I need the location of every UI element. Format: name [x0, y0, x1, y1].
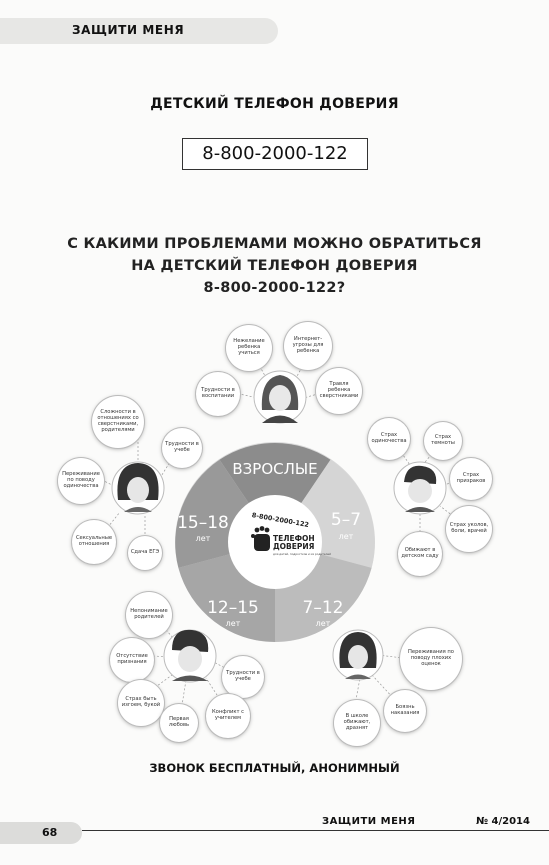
segment-label-12-15: 12–15	[207, 598, 259, 618]
bubble-12-15-1: Непонимание родителей	[126, 592, 172, 638]
segment-label-5-7: 5–7	[331, 510, 361, 530]
bubble-15-18-1: Сложности в отношениях со сверстниками, …	[92, 396, 144, 448]
bubble-adults-2: Интернет-угрозы для ребенка	[284, 322, 332, 370]
question-line-3: 8-800-2000-122?	[203, 280, 346, 296]
page-title: ДЕТСКИЙ ТЕЛЕФОН ДОВЕРИЯ	[150, 96, 399, 112]
bubble-7-12-2: Боязнь наказания	[384, 690, 426, 732]
bubble-7-12-1: Переживания по поводу плохих оценок	[400, 628, 462, 690]
bubble-5-7-3: Страх призраков	[450, 458, 492, 500]
bubble-15-18-2: Трудности в учебе	[162, 428, 202, 468]
question-line-2: НА ДЕТСКИЙ ТЕЛЕФОН ДОВЕРИЯ	[131, 258, 418, 274]
segment-adults	[219, 442, 331, 542]
logo-line-2: ДОВЕРИЯ	[273, 542, 315, 551]
bubble-12-15-5: Первая любовь	[160, 704, 198, 742]
page-number-tab: 68	[0, 822, 82, 844]
footer-issue: № 4/2014	[476, 816, 530, 827]
bubble-12-15-6: Конфликт с учителем	[206, 694, 250, 738]
bubble-adults-4: Травля ребенка сверстниками	[316, 368, 362, 414]
segment-label-adults: ВЗРОСЛЫЕ	[232, 460, 317, 478]
bubble-5-7-4: Страх уколов, боли, врачей	[446, 506, 492, 552]
free-call-note: ЗВОНОК БЕСПЛАТНЫЙ, АНОНИМНЫЙ	[149, 761, 400, 775]
avatar-small-boy	[393, 461, 447, 515]
logo-line-1: ТЕЛЕФОН	[273, 534, 315, 543]
bubble-7-12-3: В школе обижают, дразнят	[334, 700, 380, 746]
wheel-center	[228, 495, 322, 589]
bubble-12-15-3: Трудности в учебе	[222, 656, 264, 698]
footer-magazine-title: ЗАЩИТИ МЕНЯ	[322, 816, 416, 827]
hand-icon	[251, 526, 270, 551]
phone-number-box: 8-800-2000-122	[182, 138, 368, 170]
bubble-12-15-2: Отсутствие признания	[110, 638, 154, 682]
bubble-5-7-1: Страх одиночества	[368, 418, 410, 460]
bubble-15-18-3: Переживание по поводу одиночества	[58, 458, 104, 504]
bubble-12-15-4: Страх быть изгоем, букой	[118, 680, 164, 726]
segment-years-7-12: лет	[316, 619, 331, 628]
bubble-5-7-5: Обижают в детском саду	[398, 532, 442, 576]
segment-label-15-18: 15–18	[177, 513, 229, 533]
section-header-tab: ЗАЩИТИ МЕНЯ	[0, 18, 278, 44]
avatar-adult-woman	[253, 370, 307, 424]
segment-years-5-7: лет	[339, 532, 354, 541]
section-header-label: ЗАЩИТИ МЕНЯ	[72, 23, 185, 37]
question-line-1: С КАКИМИ ПРОБЛЕМАМИ МОЖНО ОБРАТИТЬСЯ	[67, 236, 482, 252]
bubble-adults-3: Трудности в воспитании	[196, 372, 240, 416]
bubble-5-7-2: Страх темноты	[424, 422, 462, 460]
page-number: 68	[42, 826, 58, 839]
segment-years-12-15: лет	[226, 619, 241, 628]
logo-line-3: для детей, подростков и их родителей	[273, 552, 331, 556]
avatar-schoolgirl	[332, 629, 384, 681]
footer-divider	[82, 830, 549, 831]
bubble-15-18-5: Сдача ЕГЭ	[128, 536, 162, 570]
bubble-adults-1: Нежелание ребенка учиться	[226, 325, 272, 371]
segment-years-15-18: лет	[196, 534, 211, 543]
bubble-15-18-4: Сексуальные отношения	[72, 520, 116, 564]
segment-label-7-12: 7–12	[303, 598, 344, 618]
avatar-teen-boy	[163, 629, 217, 683]
avatar-teen-girl	[111, 461, 165, 515]
